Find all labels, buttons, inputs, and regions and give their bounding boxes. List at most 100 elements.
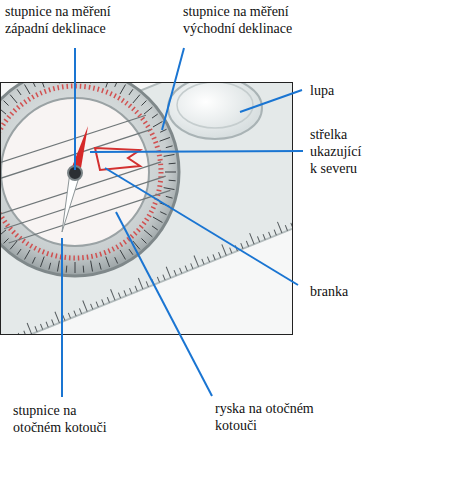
ruler-tick	[46, 322, 48, 328]
dial-tick	[144, 107, 152, 114]
dial-tick	[66, 266, 68, 273]
ruler-tick	[277, 222, 281, 233]
ruler-tick	[191, 263, 193, 269]
ruler-tick	[68, 313, 70, 319]
dial-tick	[160, 137, 170, 141]
dial-tick	[141, 101, 146, 106]
ruler-tick	[111, 289, 115, 300]
ruler-tick	[269, 232, 271, 238]
ruler-tick	[102, 299, 104, 305]
ruler-tick	[274, 230, 276, 236]
dial-tick	[152, 226, 158, 230]
ruler-tick	[52, 320, 54, 326]
dial-tick	[169, 163, 176, 165]
ruler-tick	[135, 286, 137, 292]
dial-tick	[49, 263, 51, 270]
leader-line	[116, 212, 212, 396]
dial-tick	[166, 196, 173, 198]
ruler-tick	[63, 315, 65, 321]
dial-tick	[10, 95, 17, 103]
ruler-tick	[163, 275, 165, 281]
ruler-tick	[83, 301, 87, 312]
callout-label: branka	[310, 283, 390, 300]
dial-tick	[4, 101, 9, 106]
dial-tick	[120, 250, 126, 260]
ruler-tick	[241, 243, 243, 249]
dial-tick	[40, 257, 44, 267]
dial-tick	[169, 180, 176, 182]
ruler-tick	[146, 281, 148, 287]
ruler-tick	[250, 233, 254, 244]
rotating-dial	[0, 82, 179, 276]
ruler-tick	[257, 236, 259, 242]
needle-south	[62, 172, 80, 232]
ruler-tick	[27, 323, 31, 334]
dial-tick	[91, 261, 93, 272]
ruler-tick	[263, 234, 265, 240]
ruler-tick	[230, 248, 232, 254]
dial-tick	[57, 261, 59, 272]
leader-lines	[62, 48, 303, 397]
dial-tick	[166, 146, 173, 148]
ruler-tick	[79, 308, 81, 314]
leader-line	[90, 151, 303, 152]
dial-tick	[115, 257, 118, 263]
baseplate	[0, 82, 293, 335]
dial-tick	[106, 257, 110, 267]
ruler-tick	[55, 312, 59, 323]
dial-tick	[99, 263, 101, 270]
dial-tick	[129, 249, 133, 255]
dial-tick	[141, 238, 146, 243]
dial-tick	[17, 249, 21, 255]
dial-tick	[4, 238, 9, 243]
callout-label: stupnice na měření východní deklinace	[183, 3, 308, 37]
dial-tick	[17, 89, 21, 95]
ruler-tick	[219, 252, 221, 258]
dial-tick	[160, 212, 166, 215]
leader-line	[162, 48, 184, 130]
dial-tick	[25, 85, 31, 95]
dial-tick	[153, 122, 163, 128]
ruler-tick	[91, 304, 93, 310]
ruler-tick	[180, 268, 182, 274]
ruler-tick	[124, 290, 126, 296]
leader-line	[240, 90, 302, 112]
ruler-tick	[185, 266, 187, 272]
dial-tick	[83, 266, 85, 273]
callout-label: střelka ukazující k severu	[310, 126, 370, 177]
callout-label: lupa	[310, 82, 370, 99]
ruler-tick	[96, 302, 98, 308]
dial-tick	[153, 217, 163, 223]
dial-tick	[120, 85, 126, 95]
dial-tick	[75, 262, 76, 273]
dial-tick	[152, 114, 158, 118]
dial-tick	[25, 250, 31, 260]
ruler-tick	[285, 225, 287, 231]
callout-label: stupnice na otočném kotouči	[13, 402, 121, 436]
ruler-tick	[130, 288, 132, 294]
dial-tick	[165, 172, 176, 173]
ruler-tick	[207, 257, 209, 263]
compass-photo	[0, 82, 293, 335]
ruler-tick	[194, 256, 198, 267]
ruler-tick	[246, 241, 248, 247]
leader-line	[61, 238, 63, 397]
dial-tick	[164, 154, 175, 156]
dial-tick	[164, 188, 175, 190]
leader-line	[105, 168, 298, 285]
ruler-tick	[174, 270, 176, 276]
ruler-tick	[138, 278, 142, 289]
dial-tick	[133, 95, 140, 103]
ruler-tick	[157, 277, 159, 283]
ruler-tick	[166, 267, 170, 278]
ruler-tick	[40, 324, 42, 330]
ruler-tick	[202, 259, 204, 265]
photo-frame	[1, 83, 293, 335]
dial-tick	[32, 257, 35, 263]
callout-label: stupnice na měření západní deklinace	[5, 3, 130, 37]
ruler-tick	[222, 244, 226, 255]
ruler-tick	[118, 293, 120, 299]
ruler-tick	[213, 254, 215, 260]
callout-label: ryska na otočném kotouči	[215, 400, 315, 434]
ruler-tick	[74, 311, 76, 317]
